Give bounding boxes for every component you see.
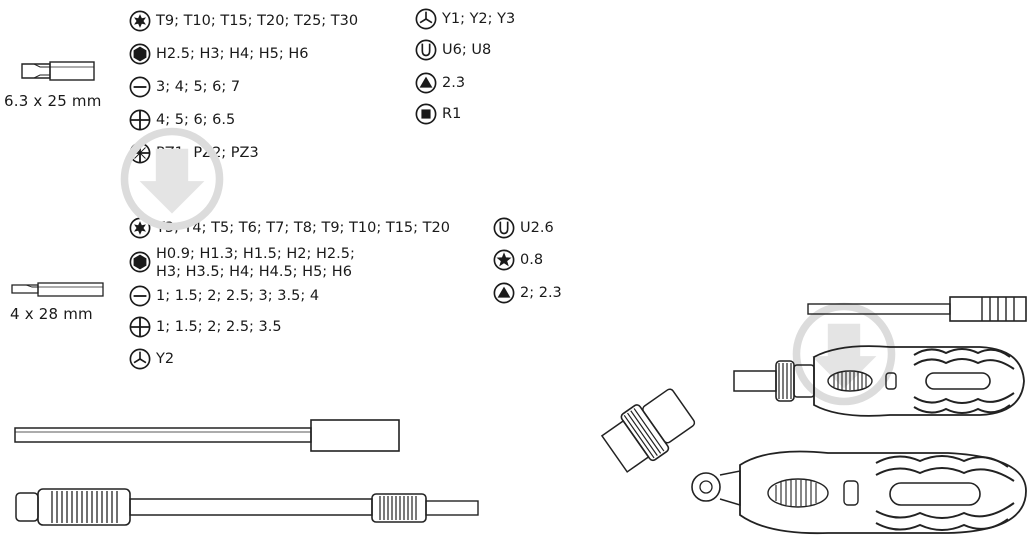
triangle-icon [493, 282, 515, 304]
bit-entry-triangle: 2.3 [415, 72, 466, 94]
bit-entry-torx: T3; T4; T5; T6; T7; T8; T9; T10; T15; T2… [129, 217, 450, 239]
bit-sizes-text: 4; 5; 6; 6.5 [156, 112, 236, 128]
bit-sizes-text: Y1; Y2; Y3 [442, 11, 516, 27]
bit-size-label: 6.3 x 25 mm [4, 92, 102, 110]
tri-wing-icon [415, 8, 437, 30]
small-extension-drawing [807, 296, 1027, 322]
bit-4x28-drawing [11, 282, 104, 297]
bit-sizes-text: H2.5; H3; H4; H5; H6 [156, 46, 309, 62]
bit-entry-u-shape: U6; U8 [415, 39, 492, 61]
bit-sizes-line-1: H0.9; H1.3; H1.5; H2; H2.5; [156, 246, 355, 262]
bit-entry-hex: H0.9; H1.3; H1.5; H2; H2.5; H3; H3.5; H4… [129, 245, 355, 281]
bit-sizes-text: 2; 2.3 [520, 285, 562, 301]
bit-sizes-text: H0.9; H1.3; H1.5; H2; H2.5; H3; H3.5; H4… [156, 245, 355, 281]
bit-sizes-text: T9; T10; T15; T20; T25; T30 [156, 13, 359, 29]
phillips-icon [129, 316, 151, 338]
bit-sizes-line-2: H3; H3.5; H4; H4.5; H5; H6 [156, 264, 352, 280]
bit-entry-phillips: 1; 1.5; 2; 2.5; 3.5 [129, 316, 282, 338]
bit-entry-triangle: 2; 2.3 [493, 282, 562, 304]
screwdriver-handle-drawing [733, 345, 1025, 417]
phillips-icon [129, 109, 151, 131]
slotted-icon [129, 76, 151, 98]
bit-sizes-text: 3; 4; 5; 6; 7 [156, 79, 241, 95]
bit-entry-tri-wing: Y1; Y2; Y3 [415, 8, 516, 30]
u-shape-icon [493, 217, 515, 239]
ratchet-screwdriver-drawing [600, 388, 1027, 535]
bit-entry-hex: H2.5; H3; H4; H5; H6 [129, 43, 309, 65]
flexible-shaft-drawing [15, 488, 479, 526]
bit-sizes-text: R1 [442, 106, 462, 122]
bit-entry-star: 0.8 [493, 249, 544, 271]
bit-entry-u-shape: U2.6 [493, 217, 554, 239]
triangle-icon [415, 72, 437, 94]
slotted-icon [129, 285, 151, 307]
bit-sizes-text: PZ1; PZ2; PZ3 [156, 145, 259, 161]
bit-sizes-text: 1; 1.5; 2; 2.5; 3; 3.5; 4 [156, 288, 320, 304]
bit-entry-torx: T9; T10; T15; T20; T25; T30 [129, 10, 359, 32]
hex-icon [129, 43, 151, 65]
bit-entry-square: R1 [415, 103, 462, 125]
bit-entry-tri-wing: Y2 [129, 348, 175, 370]
bit-sizes-text: 2.3 [442, 75, 466, 91]
bit-sizes-text: Y2 [156, 351, 175, 367]
bit-sizes-text: 1; 1.5; 2; 2.5; 3.5 [156, 319, 282, 335]
extension-bar-drawing [14, 419, 400, 452]
bit-sizes-text: 0.8 [520, 252, 544, 268]
tri-wing-icon [129, 348, 151, 370]
bit-entry-pozidriv: PZ1; PZ2; PZ3 [129, 142, 259, 164]
bit-sizes-text: U2.6 [520, 220, 554, 236]
hex-icon [129, 251, 151, 273]
square-icon [415, 103, 437, 125]
bit-sizes-text: U6; U8 [442, 42, 492, 58]
bit-sizes-text: T3; T4; T5; T6; T7; T8; T9; T10; T15; T2… [156, 220, 450, 236]
bit-entry-slotted: 1; 1.5; 2; 2.5; 3; 3.5; 4 [129, 285, 320, 307]
pozidriv-icon [129, 142, 151, 164]
u-shape-icon [415, 39, 437, 61]
bit-size-label: 4 x 28 mm [10, 305, 93, 323]
star-icon [493, 249, 515, 271]
torx-icon [129, 217, 151, 239]
bit-entry-phillips: 4; 5; 6; 6.5 [129, 109, 236, 131]
bit-6-3x25-drawing [21, 61, 95, 81]
torx-icon [129, 10, 151, 32]
bit-entry-slotted: 3; 4; 5; 6; 7 [129, 76, 241, 98]
